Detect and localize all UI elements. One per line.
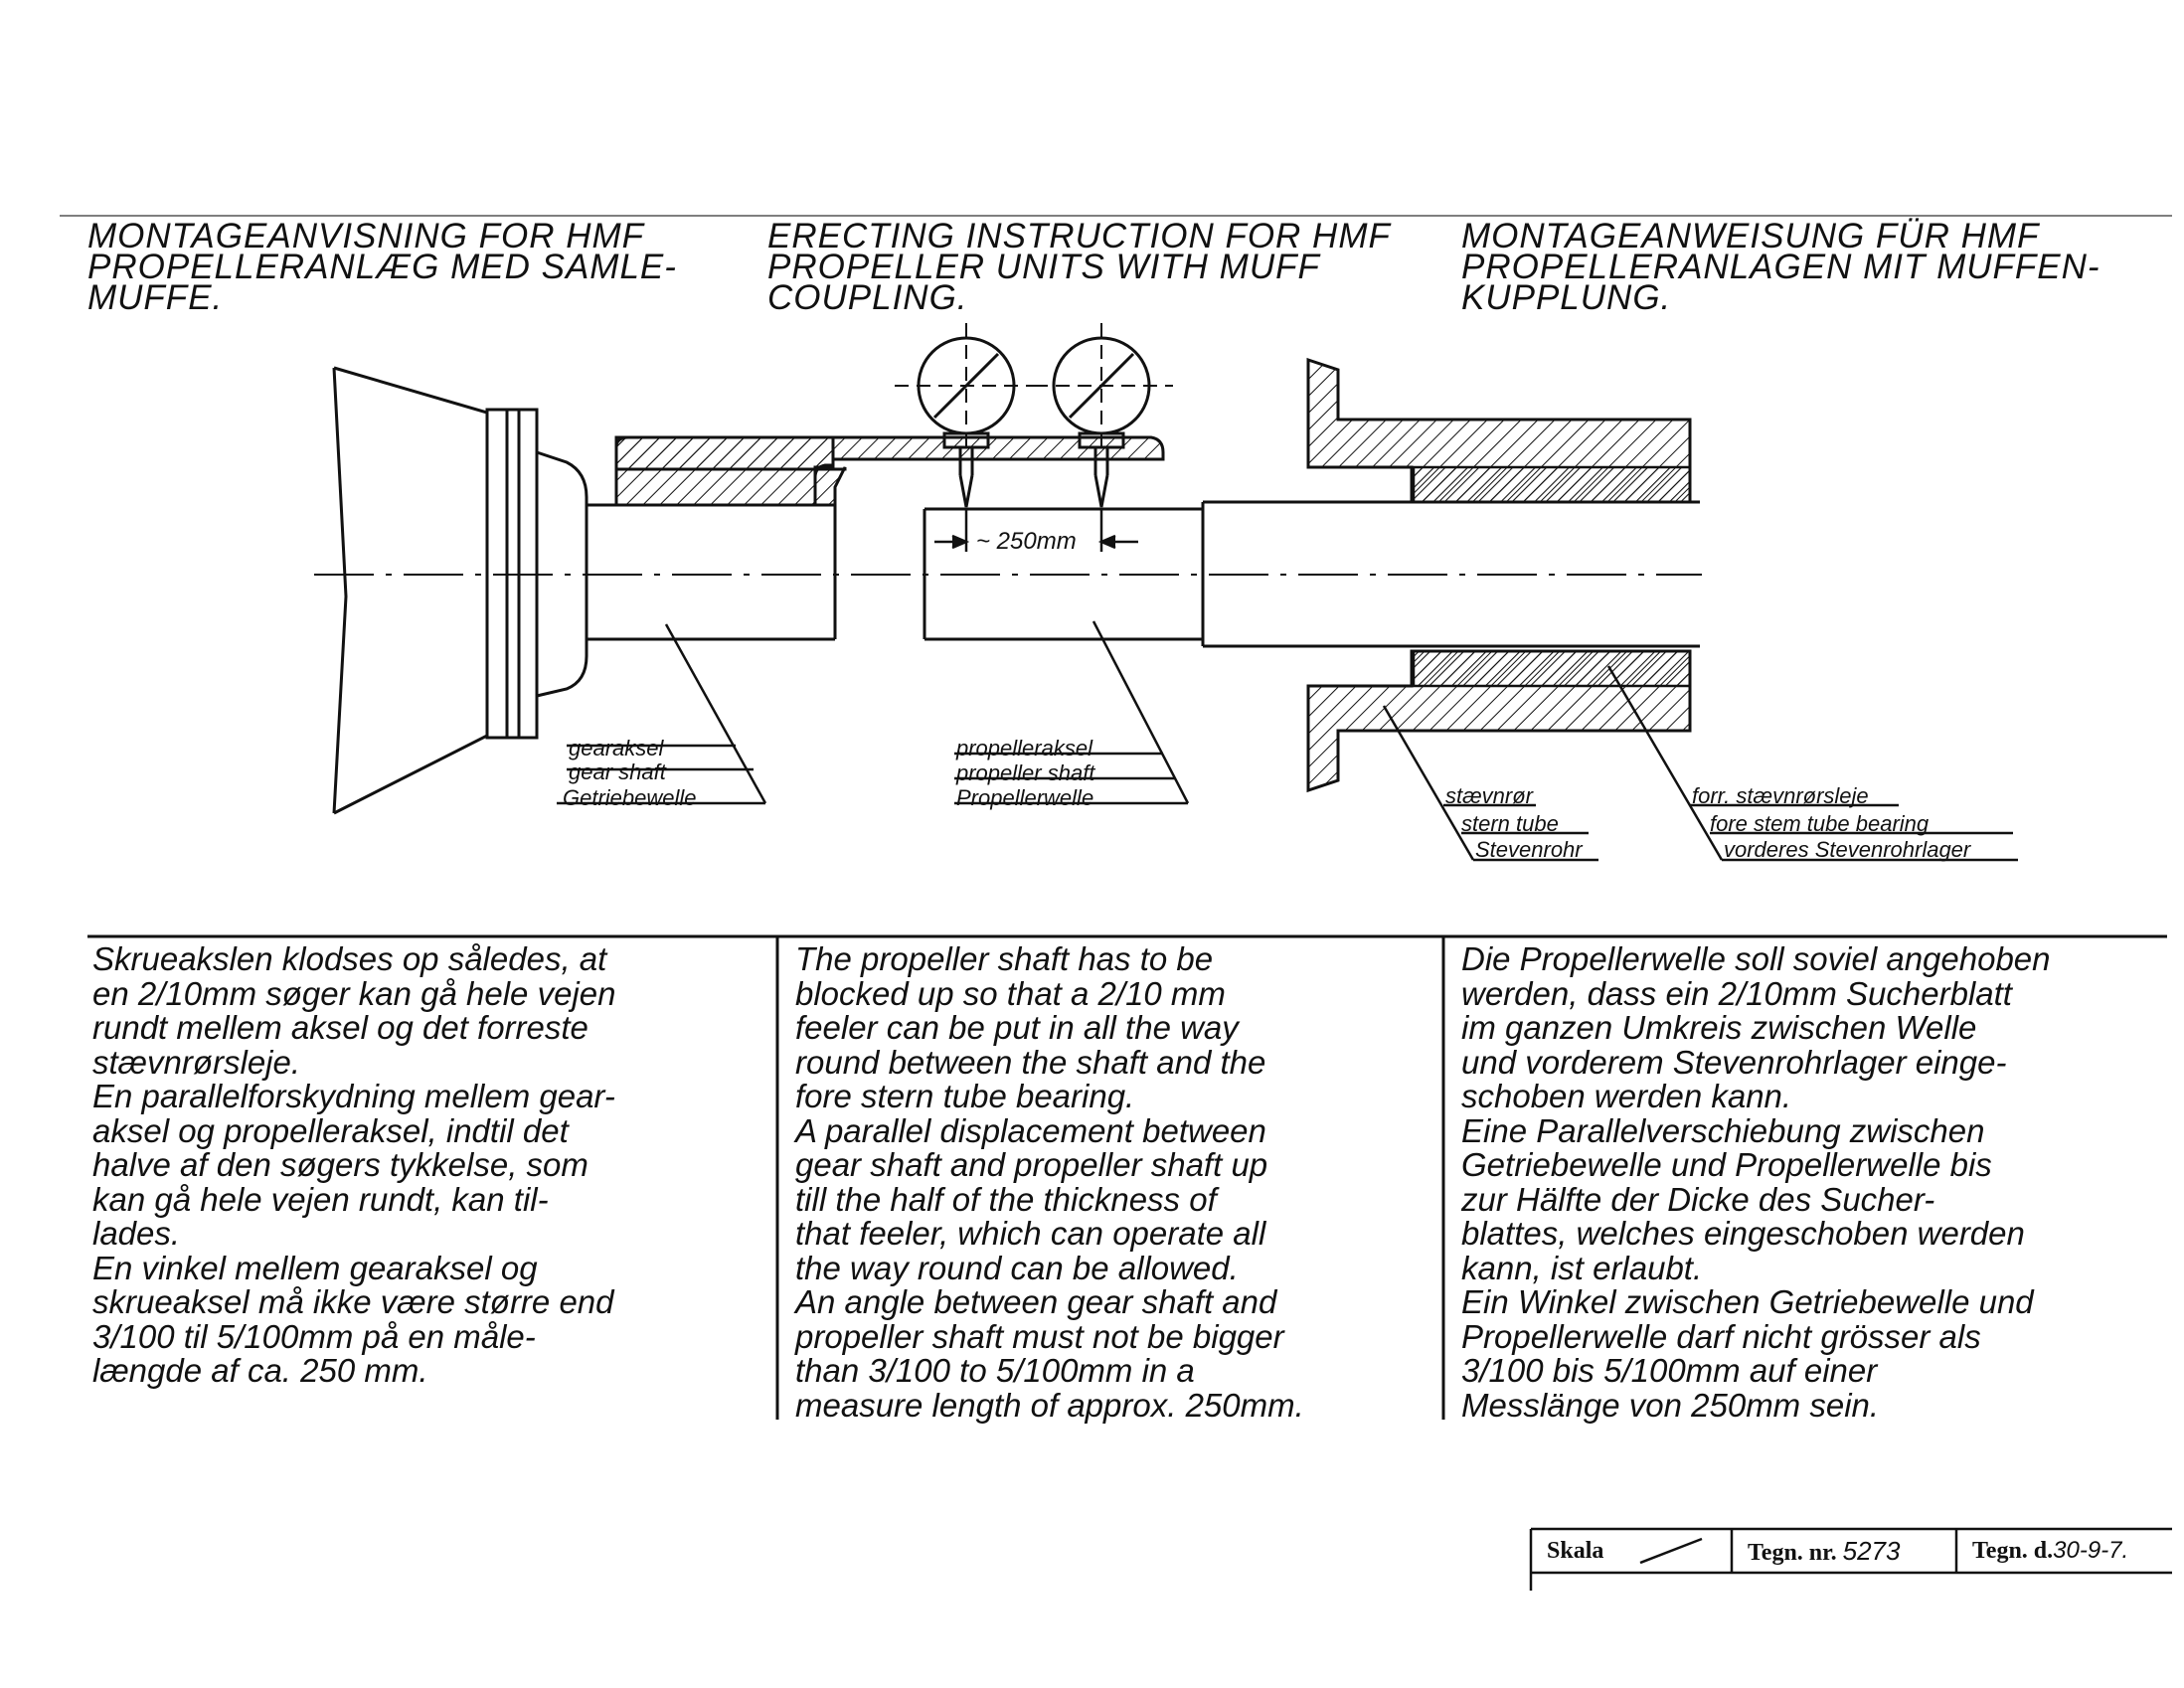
text-line: than 3/100 to 5/100mm in a bbox=[795, 1352, 1195, 1389]
instructions-danish: Skrueakslen klodses op således, at en 2/… bbox=[92, 940, 616, 1389]
text-line: Ein Winkel zwischen Getriebewelle und bbox=[1461, 1283, 2034, 1320]
label-bearing-de: vorderes Stevenrohrlager bbox=[1724, 837, 1972, 862]
text-line: und vorderem Stevenrohrlager einge- bbox=[1461, 1043, 2007, 1081]
dimension-250mm bbox=[934, 509, 1138, 552]
fore-stern-tube-bearing bbox=[1412, 465, 1692, 688]
text-line: blocked up so that a 2/10 mm bbox=[795, 974, 1226, 1012]
gear-shaft bbox=[587, 503, 837, 641]
label-stern-dk: stævnrør bbox=[1445, 783, 1535, 808]
text-line: propeller shaft must not be bigger bbox=[795, 1317, 1284, 1355]
text-line: An angle between gear shaft and bbox=[795, 1283, 1277, 1320]
drawing-number: Tegn. nr. 5273 bbox=[1748, 1531, 1900, 1571]
drawing-date: Tegn. d.30-9-7. bbox=[1972, 1531, 2128, 1571]
text-line: Messlänge von 250mm sein. bbox=[1461, 1386, 1880, 1424]
text-line: En parallelforskydning mellem gear- bbox=[92, 1078, 615, 1114]
dial-indicator-left bbox=[895, 323, 1038, 508]
label-gear-dk: gearaksel bbox=[569, 736, 665, 760]
title-line: PROPELLER UNITS WITH MUFF bbox=[767, 248, 1320, 286]
title-line: MONTAGEANVISNING FOR HMF bbox=[87, 217, 645, 255]
text-line: blattes, welches eingeschoben werden bbox=[1461, 1215, 2025, 1252]
label-prop-en: propeller shaft bbox=[955, 760, 1095, 785]
title-line: COUPLING. bbox=[767, 278, 968, 317]
label-bearing-en: fore stem tube bearing bbox=[1710, 811, 1930, 836]
text-line: fore stern tube bearing. bbox=[795, 1078, 1135, 1114]
text-line: measure length of approx. 250mm. bbox=[795, 1386, 1304, 1424]
title-line: PROPELLERANLÆG MED SAMLE- bbox=[87, 248, 677, 286]
text-line: The propeller shaft has to be bbox=[795, 940, 1214, 977]
label-prop-de: Propellerwelle bbox=[956, 785, 1093, 810]
text-line: en 2/10mm søger kan gå hele vejen bbox=[92, 974, 616, 1012]
text-line: Skrueakslen klodses op således, at bbox=[92, 940, 607, 977]
title-block-table bbox=[1529, 1527, 2172, 1591]
text-line: the way round can be allowed. bbox=[795, 1249, 1239, 1286]
text-line: till the half of the thickness of bbox=[795, 1180, 1217, 1218]
label-stern-de: Stevenrohr bbox=[1475, 837, 1584, 862]
drawing-date-value: 30-9-7. bbox=[2053, 1537, 2129, 1564]
text-line: gear shaft and propeller shaft up bbox=[795, 1146, 1268, 1183]
title-line: MUFFE. bbox=[87, 278, 224, 317]
label-stern-en: stern tube bbox=[1461, 811, 1559, 836]
label-prop-dk: propelleraksel bbox=[955, 736, 1093, 760]
leader-lines bbox=[557, 620, 2018, 862]
text-line: 3/100 bis 5/100mm auf einer bbox=[1461, 1352, 1878, 1389]
text-line: Propellerwelle darf nicht grösser als bbox=[1461, 1317, 1981, 1355]
muff-coupling bbox=[614, 435, 1165, 507]
title-line: PROPELLERANLAGEN MIT MUFFEN- bbox=[1461, 248, 2100, 286]
text-line: round between the shaft and the bbox=[795, 1043, 1266, 1081]
text-line: Eine Parallelverschiebung zwischen bbox=[1461, 1111, 1985, 1149]
title-line: ERECTING INSTRUCTION FOR HMF bbox=[767, 217, 1391, 255]
text-line: A parallel displacement between bbox=[795, 1111, 1266, 1149]
title-line: KUPPLUNG. bbox=[1461, 278, 1672, 317]
text-line: skrueaksel må ikke være større end bbox=[92, 1283, 614, 1320]
text-line: that feeler, which can operate all bbox=[795, 1215, 1266, 1252]
text-line: halve af den søgers tykkelse, som bbox=[92, 1146, 588, 1183]
text-line: kan gå hele vejen rundt, kan til- bbox=[92, 1180, 549, 1218]
text-line: stævnrørsleje. bbox=[92, 1043, 301, 1081]
text-line: Getriebewelle und Propellerwelle bis bbox=[1461, 1146, 1992, 1183]
text-line: Die Propellerwelle soll soviel angehoben bbox=[1461, 940, 2051, 977]
text-line: feeler can be put in all the way bbox=[795, 1009, 1239, 1046]
text-line: lades. bbox=[92, 1215, 181, 1252]
title-german: MONTAGEANWEISUNG FÜR HMF PROPELLERANLAGE… bbox=[1461, 217, 2100, 317]
dimension-label: ~ 250mm bbox=[976, 528, 1077, 555]
label-bearing-dk: forr. stævnrørsleje bbox=[1692, 783, 1869, 808]
instructions-english: The propeller shaft has to be blocked up… bbox=[795, 940, 1304, 1424]
text-line: kann, ist erlaubt. bbox=[1461, 1249, 1703, 1286]
text-line: zur Hälfte der Dicke des Sucher- bbox=[1461, 1180, 1935, 1218]
title-english: ERECTING INSTRUCTION FOR HMF PROPELLER U… bbox=[767, 217, 1391, 317]
scale-label: Skala bbox=[1547, 1538, 1604, 1564]
text-line: rundt mellem aksel og det forreste bbox=[92, 1009, 588, 1046]
drawing-number-value: 5273 bbox=[1842, 1536, 1901, 1566]
text-line: 3/100 til 5/100mm på en måle- bbox=[92, 1317, 536, 1355]
dial-indicator-right bbox=[1034, 323, 1173, 508]
drawing-date-label: Tegn. d. bbox=[1972, 1538, 2054, 1564]
text-line: werden, dass ein 2/10mm Sucherblatt bbox=[1461, 974, 2012, 1012]
label-gear-en: gear shaft bbox=[569, 760, 667, 784]
title-line: MONTAGEANWEISUNG FÜR HMF bbox=[1461, 217, 2040, 255]
text-line: aksel og propelleraksel, indtil det bbox=[92, 1111, 569, 1149]
drawing-number-label: Tegn. nr. bbox=[1748, 1540, 1837, 1566]
instructions-german: Die Propellerwelle soll soviel angehoben… bbox=[1461, 940, 2051, 1424]
text-line: En vinkel mellem gearaksel og bbox=[92, 1249, 538, 1286]
text-line: længde af ca. 250 mm. bbox=[92, 1352, 428, 1389]
title-danish: MONTAGEANVISNING FOR HMF PROPELLERANLÆG … bbox=[87, 217, 677, 317]
gearbox-housing bbox=[332, 366, 489, 815]
text-line: schoben werden kann. bbox=[1461, 1078, 1792, 1114]
text-line: im ganzen Umkreis zwischen Welle bbox=[1461, 1009, 1977, 1046]
label-gear-de: Getriebewelle bbox=[563, 785, 697, 810]
